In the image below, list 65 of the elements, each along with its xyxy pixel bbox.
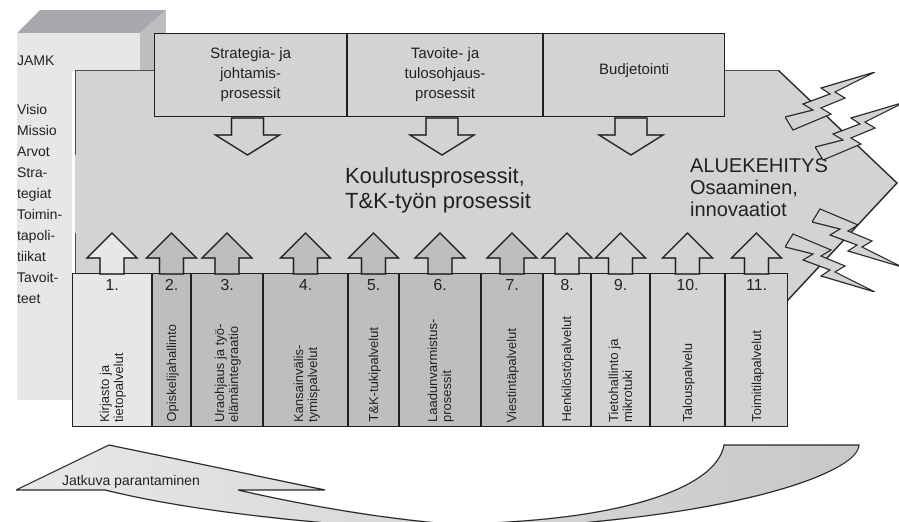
service-column [399,273,481,427]
process-title: Koulutusprosessit, T&K-työn prosessit [345,163,532,213]
service-number: 5. [366,276,380,296]
service-column [348,273,399,427]
service-label: T&K-tukipalvelut [366,327,380,422]
box-label: Budjetointi [598,60,670,80]
service-label: Talouspalvelu [680,343,694,422]
pillar-item: Stra- tegiat [17,163,52,203]
process-box [347,33,543,117]
service-number: 3. [220,276,234,296]
region-title: ALUEKEHITYS [690,155,828,177]
process-box [543,33,725,117]
box-label: Strategia- ja johtamis- prosessit [209,44,292,104]
service-number: 2. [164,276,178,296]
service-label: Henkilöstöpalvelut [560,316,574,422]
service-label: Tietohallinto ja mikrotuki [606,338,634,422]
service-label: Laadunvarmistus- prosessit [426,318,454,422]
service-number: 7. [505,276,519,296]
block-arrow [730,232,784,275]
pillar-item: Arvot [17,142,51,161]
service-column [650,273,725,427]
block-arrow [407,117,477,156]
pillar-item: Toimin- tapoli- tiikat [17,205,64,266]
service-label: Kirjasto ja tietopalvelut [98,352,126,422]
service-column [152,273,191,427]
service-column [725,273,788,427]
service-label: Viestintäpalvelut [505,328,519,422]
service-number: 10. [676,276,699,296]
block-arrow [144,232,198,275]
service-column [591,273,650,427]
block-arrow [660,232,714,275]
pillar-item: Tavoit- teet [17,268,60,308]
block-arrow [596,117,666,156]
block-arrow [346,232,400,275]
process-box [154,33,347,117]
service-number: 11. [746,276,768,296]
block-arrow [85,232,139,275]
service-label: Uraohjaus ja työ- elämäintegraatio [213,322,241,422]
service-column [72,273,152,427]
block-arrow [200,232,254,275]
service-column [263,273,348,427]
block-arrow [540,232,594,275]
pillar-block [17,33,72,400]
service-number: 1. [105,276,119,296]
service-label: Opiskelijahallinto [164,324,178,422]
service-column [191,273,263,427]
service-column [543,273,591,427]
service-label: Toimitilapalvelut [750,330,764,422]
block-arrow [212,117,282,156]
block-arrow [278,232,332,275]
box-label: Tavoite- ja tulosohjaus- prosessit [404,44,486,104]
service-number: 6. [433,276,447,296]
service-number: 4. [298,276,312,296]
region-subtitle: Osaaminen, innovaatiot [690,177,799,221]
service-number: 9. [614,276,628,296]
block-arrow [485,232,539,275]
pillar-item: Visio [17,100,48,119]
block-arrow [594,232,648,275]
arrow-label: Jatkuva parantaminen [62,471,200,490]
block-arrow [413,232,467,275]
service-number: 8. [560,276,574,296]
service-label: Kansainvälis- tymispalvelut [292,344,320,422]
service-column [481,273,543,427]
pillar-item: Missio [17,121,58,140]
pillar-title: JAMK [17,51,54,70]
